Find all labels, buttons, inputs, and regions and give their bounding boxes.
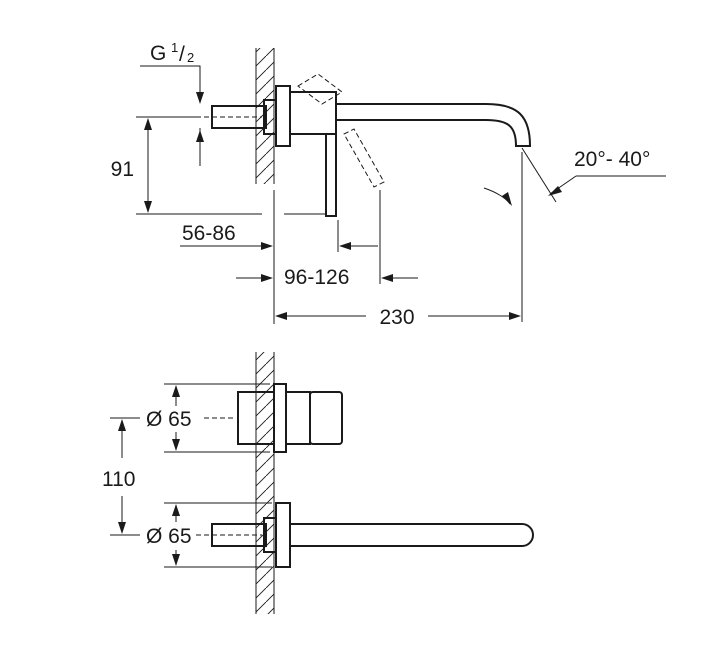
- spacing-dimension: 110: [102, 417, 140, 536]
- lever-dimension: 96-126: [236, 190, 418, 289]
- angle-dimension: 20°- 40°: [483, 147, 666, 206]
- lever-tilted-dashed: [297, 73, 385, 188]
- upper-diameter-dimension: Ø 65: [146, 383, 270, 453]
- height-value: 91: [111, 158, 134, 181]
- thread-slash: /: [179, 43, 185, 66]
- depth-value: 56-86: [182, 222, 236, 245]
- upper-cartridge: [237, 383, 343, 453]
- lever-range-value: 96-126: [284, 266, 349, 289]
- inlet-pipe: [196, 99, 277, 135]
- front-view: Ø 65 110 Ø 65: [102, 352, 534, 614]
- valve-body: [289, 91, 337, 135]
- spout-length-value: 230: [379, 306, 414, 329]
- lower-diameter-dimension: Ø 65: [146, 502, 272, 568]
- lower-spout-assembly: [196, 502, 534, 568]
- thread-numerator: 1: [171, 40, 178, 55]
- lever-handle: [325, 133, 337, 217]
- height-dimension: 91: [111, 116, 326, 215]
- swivel-angle-value: 20°- 40°: [574, 148, 650, 171]
- thread-label: G: [150, 42, 166, 65]
- mounting-plate: [275, 85, 291, 147]
- spacing-value: 110: [102, 468, 135, 491]
- spout-length-dimension: 230: [275, 152, 523, 329]
- depth-dimension: 56-86: [180, 190, 378, 324]
- lower-diameter-value: Ø 65: [146, 525, 192, 548]
- upper-diameter-value: Ø 65: [146, 408, 192, 431]
- thread-denominator: 2: [187, 50, 194, 65]
- side-view: G 1 / 2 91 56-86: [111, 40, 666, 329]
- spout: [336, 103, 532, 147]
- wall-front: [255, 352, 275, 614]
- thread-dimension: G 1 / 2: [140, 40, 204, 166]
- front-spout: [290, 523, 534, 547]
